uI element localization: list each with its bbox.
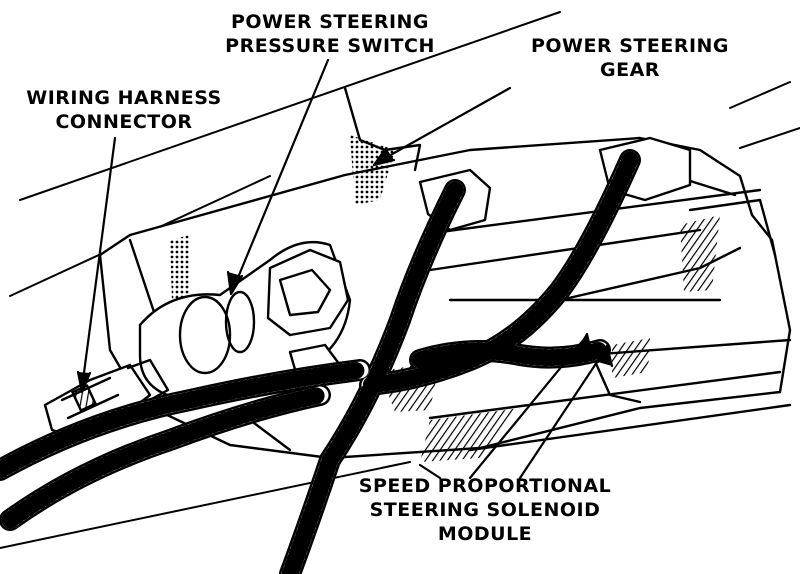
corrugated-hoses [0,149,641,574]
label-wiring-harness-connector: WIRING HARNESS CONNECTOR [14,86,234,134]
label-power-steering-pressure-switch: POWER STEERING PRESSURE SWITCH [205,10,455,58]
leader-lines [76,58,614,480]
label-line: STEERING SOLENOID [369,499,601,521]
label-line: POWER STEERING [530,35,730,57]
label-line: POWER STEERING [230,11,430,33]
label-line: SPEED PROPORTIONAL [358,475,612,497]
wiring-harness-connector [43,358,170,440]
label-power-steering-gear: POWER STEERING GEAR [505,34,755,82]
label-line: PRESSURE SWITCH [225,35,435,57]
label-line: GEAR [600,59,660,81]
label-line: WIRING HARNESS [26,87,222,109]
label-line: CONNECTOR [55,111,193,133]
label-line: MODULE [437,523,533,545]
label-speed-proportional-steering-solenoid-module: SPEED PROPORTIONAL STEERING SOLENOID MOD… [335,474,635,546]
